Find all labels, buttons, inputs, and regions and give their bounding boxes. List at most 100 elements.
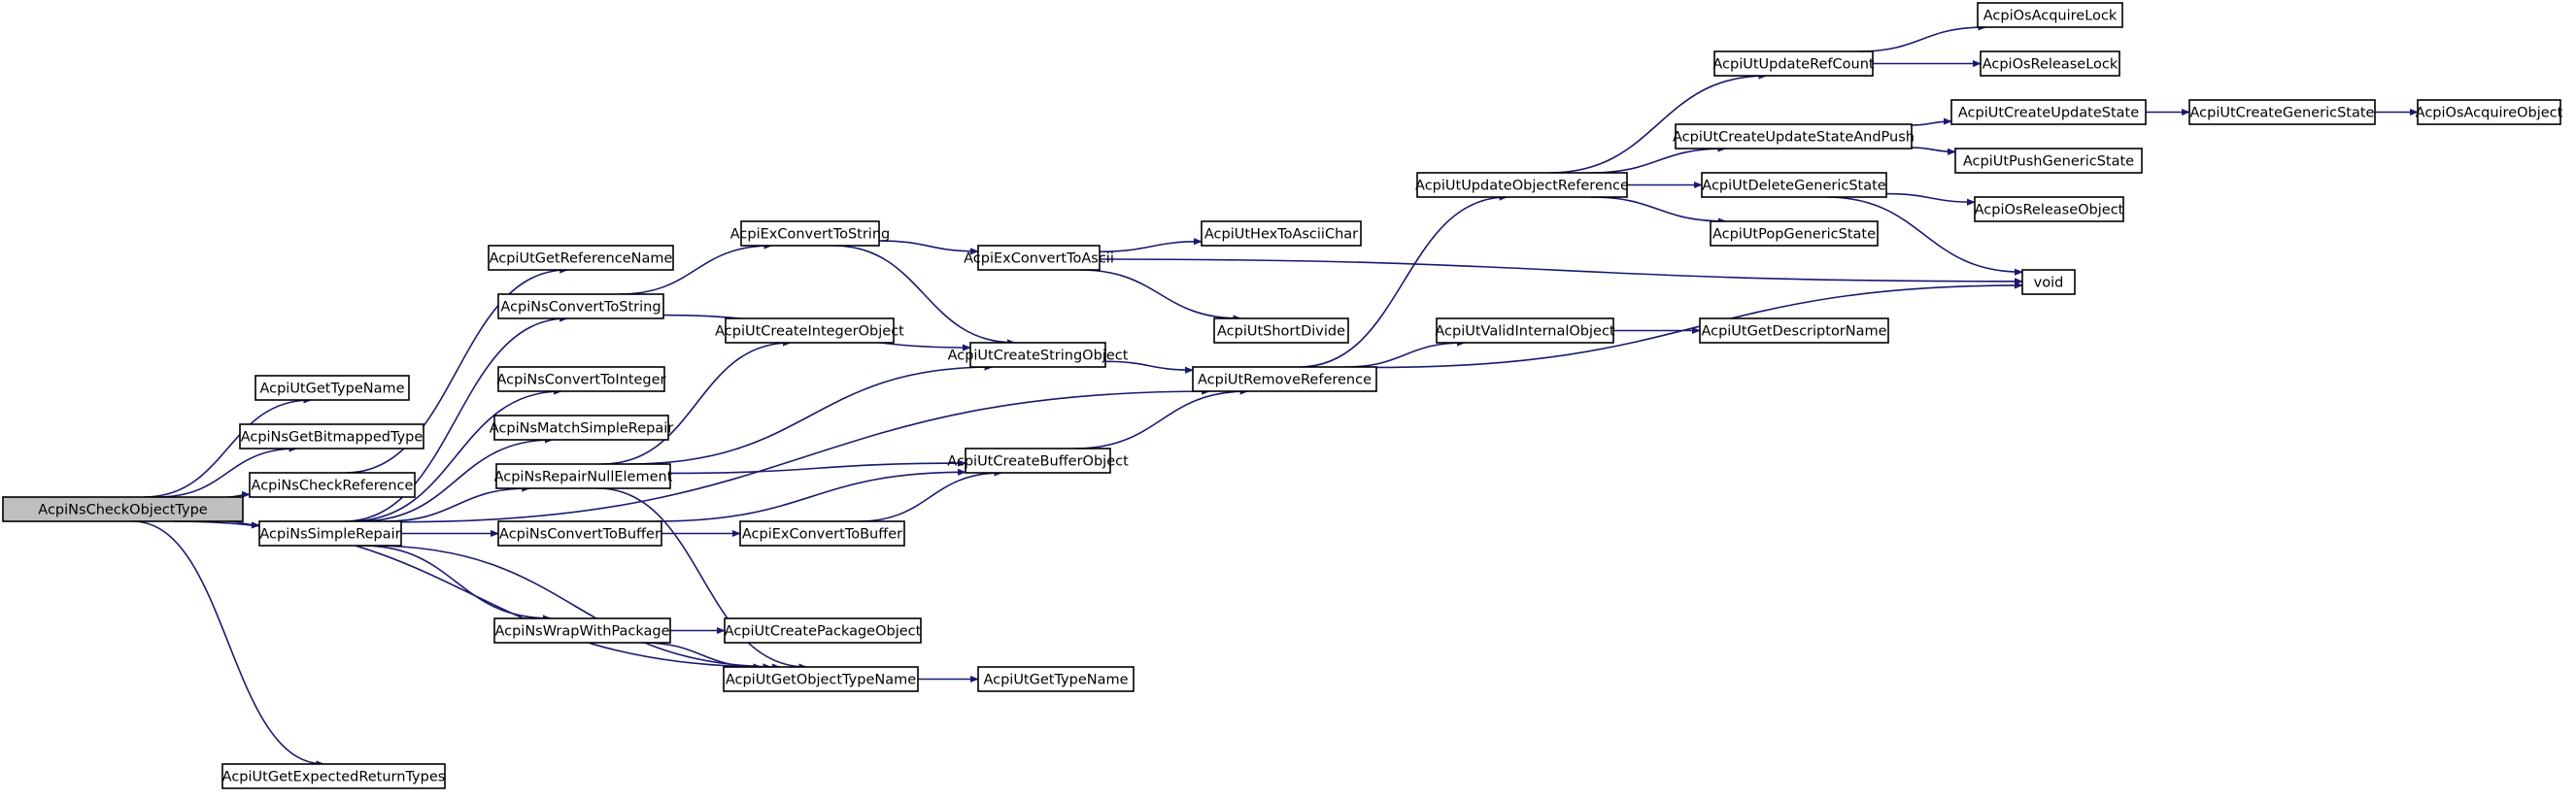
node-box[interactable] (1954, 148, 2143, 174)
graph-node[interactable]: AcpiUtUpdateObjectReference (1415, 172, 1629, 198)
node-box[interactable] (2188, 99, 2376, 125)
graph-node[interactable]: AcpiOsReleaseLock (1980, 50, 2120, 77)
graph-node[interactable]: AcpiNsGetBitmappedType (239, 423, 424, 449)
call-edge-n7-to-n14 (619, 242, 773, 295)
node-label: AcpiExConvertToAscii (964, 251, 1114, 267)
graph-node[interactable]: AcpiUtShortDivide (1213, 317, 1349, 344)
node-box[interactable] (1950, 99, 2147, 125)
call-edge-n25-to-n30 (1589, 196, 1727, 225)
node-box[interactable] (258, 520, 402, 547)
node-box[interactable] (1713, 50, 1874, 77)
graph-node[interactable]: AcpiUtCreateGenericState (2188, 99, 2376, 125)
graph-node[interactable]: AcpiUtValidInternalObject (1435, 317, 1615, 344)
node-label: AcpiOsAcquireLock (1983, 9, 2118, 24)
node-label: AcpiUtCreateBufferObject (947, 454, 1129, 470)
node-box[interactable] (497, 520, 662, 547)
node-label: AcpiNsWrapWithPackage (494, 624, 669, 640)
graph-node[interactable]: AcpiExConvertToString (730, 220, 890, 247)
graph-node[interactable]: AcpiOsAcquireLock (1977, 2, 2123, 28)
node-box[interactable] (739, 520, 905, 547)
graph-node[interactable]: AcpiExConvertToBuffer (739, 520, 905, 547)
call-edge-n4-to-n13 (371, 545, 781, 671)
node-box[interactable] (239, 423, 424, 449)
node-box[interactable] (221, 763, 446, 789)
node-box[interactable] (1701, 172, 1887, 198)
graph-node[interactable]: AcpiNsMatchSimpleRepair (490, 415, 673, 441)
graph-node[interactable]: AcpiUtPushGenericState (1954, 148, 2143, 174)
graph-node[interactable]: AcpiNsCheckReference (249, 472, 416, 498)
graph-node[interactable]: AcpiNsConvertToInteger (496, 366, 666, 392)
call-edge-n18-to-n23 (1079, 269, 1242, 322)
node-label: AcpiUtDeleteGenericState (1702, 179, 1885, 194)
node-box[interactable] (497, 293, 664, 319)
graph-node[interactable]: AcpiNsConvertToBuffer (497, 520, 662, 547)
node-box[interactable] (488, 245, 674, 271)
graph-node[interactable]: AcpiUtGetTypeName (977, 666, 1135, 692)
root-node-box[interactable] (2, 496, 244, 522)
call-edge-n10-to-n20 (669, 459, 966, 475)
graph-node[interactable]: AcpiUtCreateUpdateState (1950, 99, 2147, 125)
node-box[interactable] (1192, 366, 1377, 392)
node-box[interactable] (497, 366, 665, 392)
node-box[interactable] (1436, 317, 1614, 344)
graph-node[interactable]: AcpiNsCheckObjectType (2, 496, 244, 522)
graph-node[interactable]: AcpiNsConvertToString (497, 293, 664, 319)
node-box[interactable] (1977, 2, 2123, 28)
graph-node[interactable]: AcpiOsAcquireObject (2416, 99, 2563, 125)
node-box[interactable] (2417, 99, 2561, 125)
node-box[interactable] (1980, 50, 2120, 77)
node-box[interactable] (1201, 220, 1362, 247)
graph-node[interactable]: AcpiNsWrapWithPackage (493, 617, 671, 644)
node-box[interactable] (1710, 220, 1879, 247)
call-edge-n28-to-n35 (1911, 147, 1956, 155)
graph-node[interactable]: AcpiUtGetDescriptorName (1699, 317, 1889, 344)
graph-node[interactable]: AcpiUtUpdateRefCount (1712, 50, 1875, 77)
node-box[interactable] (1974, 196, 2124, 222)
graph-node[interactable]: AcpiUtCreateUpdateStateAndPush (1673, 123, 1915, 150)
node-label: AcpiUtGetExpectedReturnTypes (222, 770, 446, 785)
call-edge-n10-to-n19 (628, 363, 994, 465)
node-box[interactable] (493, 415, 669, 441)
node-box[interactable] (723, 666, 919, 692)
node-box[interactable] (249, 472, 416, 498)
graph-node[interactable]: AcpiUtRemoveReference (1192, 366, 1377, 392)
node-box[interactable] (725, 317, 895, 344)
graph-node[interactable]: AcpiExConvertToAscii (964, 245, 1114, 271)
graph-node[interactable]: AcpiNsRepairNullElement (494, 463, 673, 489)
node-box[interactable] (2021, 269, 2076, 295)
graph-node[interactable]: AcpiUtDeleteGenericState (1701, 172, 1887, 198)
node-box[interactable] (977, 245, 1101, 271)
call-edge-n25-to-n28 (1589, 145, 1727, 174)
graph-node[interactable]: AcpiOsReleaseObject (1974, 196, 2124, 222)
node-box[interactable] (969, 342, 1106, 368)
node-box[interactable] (493, 617, 671, 644)
node-box[interactable] (1699, 317, 1889, 344)
node-box[interactable] (1675, 123, 1913, 150)
node-box[interactable] (965, 448, 1111, 474)
node-box[interactable] (740, 220, 880, 247)
node-box[interactable] (1416, 172, 1628, 198)
graph-node[interactable]: void (2021, 269, 2076, 295)
node-box[interactable] (495, 463, 671, 489)
graph-node[interactable]: AcpiUtCreateBufferObject (947, 448, 1129, 474)
node-label: AcpiUtGetReferenceName (490, 251, 673, 267)
node-box[interactable] (724, 617, 922, 644)
graph-node[interactable]: AcpiUtPopGenericState (1710, 220, 1879, 247)
call-edge-n4-to-n24 (400, 387, 1211, 523)
graph-node[interactable]: AcpiUtCreatePackageObject (724, 617, 922, 644)
call-edge-n28-to-n34 (1911, 117, 1952, 126)
graph-node[interactable]: AcpiNsSimpleRepair (258, 520, 402, 547)
graph-node[interactable]: AcpiUtHexToAsciiChar (1201, 220, 1362, 247)
graph-node[interactable]: AcpiUtGetReferenceName (488, 245, 674, 271)
node-box[interactable] (254, 375, 410, 401)
graph-node[interactable]: AcpiUtGetTypeName (254, 375, 410, 401)
node-box[interactable] (1213, 317, 1349, 344)
node-label: void (2034, 276, 2064, 291)
graph-node[interactable]: AcpiUtGetExpectedReturnTypes (221, 763, 446, 789)
node-label: AcpiUtCreateIntegerObject (715, 324, 904, 340)
node-label: AcpiUtGetTypeName (983, 673, 1128, 688)
node-box[interactable] (977, 666, 1135, 692)
graph-node[interactable]: AcpiUtCreateStringObject (948, 342, 1129, 368)
graph-node[interactable]: AcpiUtCreateIntegerObject (715, 317, 904, 344)
graph-node[interactable]: AcpiUtGetObjectTypeName (723, 666, 919, 692)
